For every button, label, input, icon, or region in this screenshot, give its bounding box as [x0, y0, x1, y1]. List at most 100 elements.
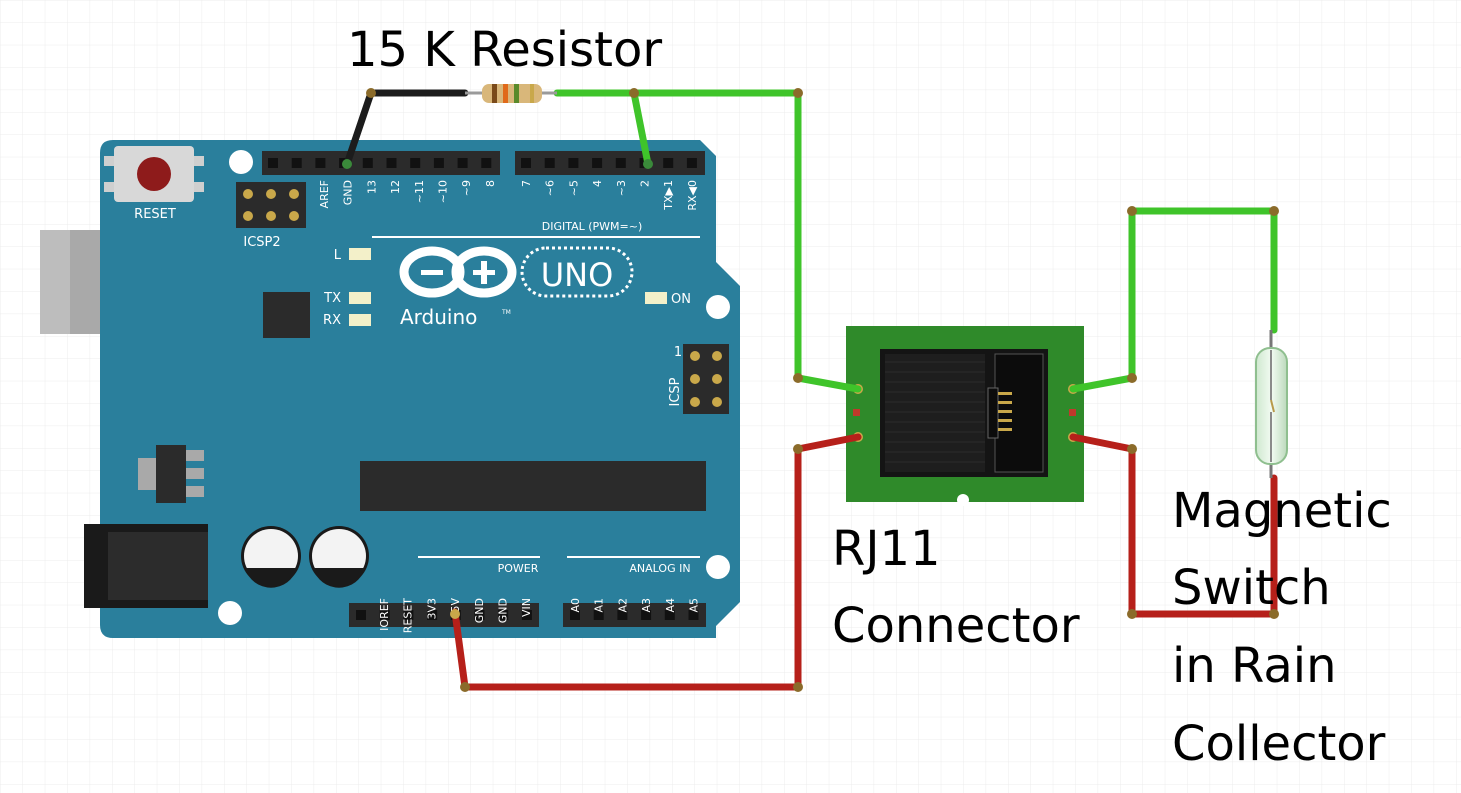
pin-label: A4	[664, 598, 677, 613]
mount-hole	[706, 295, 730, 319]
header-hole	[498, 610, 509, 620]
analog-label: ANALOG IN	[629, 562, 690, 575]
pin-label: GND	[342, 180, 355, 205]
switch-label-line3: in Rain	[1172, 638, 1336, 694]
switch-label-line4: Collector	[1172, 716, 1386, 772]
header-hole	[433, 158, 444, 168]
capacitor-1	[241, 526, 301, 588]
pin-label: 13	[365, 180, 378, 194]
pin-label: 12	[389, 180, 402, 194]
header-hole	[315, 158, 326, 168]
header-hole	[617, 610, 628, 620]
usb-chip	[263, 292, 310, 338]
pin-label: ~9	[460, 180, 473, 196]
header-hole	[544, 158, 555, 168]
header-hole	[615, 158, 626, 168]
mount-hole	[706, 555, 730, 579]
icsp-header	[683, 344, 729, 414]
capacitor-2	[309, 526, 369, 588]
pin-label: ~11	[413, 180, 426, 203]
header-hole	[268, 158, 278, 168]
mount-hole	[218, 601, 242, 625]
pin-label: ~5	[567, 180, 580, 196]
pin-label: 4	[591, 180, 604, 187]
pin-label: A1	[593, 598, 606, 613]
resistor-icon	[465, 84, 557, 103]
logo-tm-text: TM	[501, 309, 511, 316]
pin-label: A5	[688, 598, 701, 613]
pin-label: ~10	[437, 180, 450, 203]
connector-label-line1: RJ11	[832, 521, 941, 577]
header-hole	[362, 158, 373, 168]
led-tx-icon	[349, 292, 371, 304]
led-tx-label: TX	[323, 291, 341, 306]
header-hole	[686, 158, 697, 168]
pin-label: 3V3	[425, 598, 438, 620]
pin-label: ~3	[615, 180, 628, 196]
pin-label: 8	[484, 180, 497, 187]
header-hole	[521, 158, 531, 168]
pin-label: 5V	[449, 598, 462, 613]
pin-label: TX▶1	[662, 180, 675, 211]
header-hole	[403, 610, 414, 620]
led-on-icon	[645, 292, 667, 304]
wires	[342, 88, 1279, 692]
header-hole	[427, 610, 438, 620]
led-l-icon	[349, 248, 371, 260]
pin-label: A3	[640, 598, 653, 613]
wire-green-pin2	[630, 89, 652, 168]
led-rx-icon	[349, 314, 371, 326]
pin-label: RESET	[402, 598, 415, 634]
led-rx-label: RX	[323, 313, 341, 328]
icsp-label: ICSP	[668, 377, 683, 406]
header-hole	[481, 158, 492, 168]
pin-label: 2	[639, 180, 652, 187]
analog-header	[563, 603, 706, 627]
reset-button[interactable]	[104, 146, 204, 202]
switch-label-line1: Magnetic	[1172, 483, 1392, 539]
header-hole	[688, 610, 699, 620]
microcontroller-chip	[360, 461, 706, 511]
icsp2-label: ICSP2	[243, 235, 280, 250]
power-label: POWER	[498, 562, 539, 575]
digital-label: DIGITAL (PWM=~)	[542, 220, 643, 233]
logo-brand-text: Arduino	[400, 305, 477, 329]
mount-hole	[229, 150, 253, 174]
digital-right-pin-labels: 7 ~6 ~5 4 ~3 2 TX▶1 RX◀0	[520, 180, 699, 211]
header-hole	[568, 158, 579, 168]
pin-label: ~6	[544, 180, 557, 196]
header-hole	[593, 610, 604, 620]
header-hole	[641, 610, 652, 620]
pin-label: 7	[520, 180, 533, 187]
digital-header-right	[515, 151, 705, 175]
header-hole	[457, 158, 468, 168]
arduino-logo-icon	[399, 246, 634, 298]
resistor-label: 15 K Resistor	[347, 22, 662, 78]
pin-label: GND	[497, 598, 510, 623]
header-hole	[521, 610, 532, 620]
header-hole	[474, 610, 485, 620]
header-hole	[570, 610, 580, 620]
header-hole	[410, 158, 421, 168]
pin-label: RX◀0	[686, 180, 699, 211]
rj11-connector	[846, 326, 1084, 506]
reed-switch-icon	[1255, 330, 1288, 478]
dc-barrel-jack-icon	[84, 524, 208, 608]
header-hole	[663, 158, 674, 168]
header-hole	[386, 158, 397, 168]
header-hole	[356, 610, 366, 620]
voltage-regulator	[138, 445, 204, 503]
wire-green-signal	[553, 89, 862, 393]
reset-label: RESET	[134, 207, 176, 222]
header-hole	[379, 610, 390, 620]
pin-label: A0	[569, 598, 582, 613]
icsp2-header	[236, 182, 306, 228]
pin-label: VIN	[520, 598, 533, 617]
header-hole	[592, 158, 603, 168]
pin-label: A2	[616, 598, 629, 613]
